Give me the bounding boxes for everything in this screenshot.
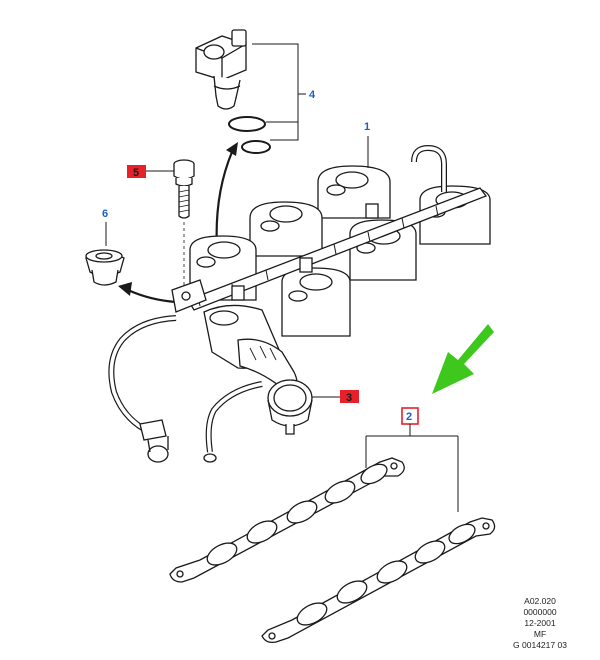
bolt-part-5[interactable]	[173, 159, 195, 219]
gasket-upper[interactable]	[169, 457, 405, 583]
o-ring-upper[interactable]	[228, 116, 266, 132]
gasket-lower[interactable]	[261, 517, 496, 644]
callout-4-leader	[252, 43, 306, 141]
callout-4-label[interactable]: 4	[309, 89, 316, 101]
callout-3-label: 3	[346, 392, 352, 404]
o-ring-lower[interactable]	[241, 140, 271, 154]
valve-part-3[interactable]	[267, 379, 313, 435]
vacuum-hose-left[interactable]	[108, 315, 177, 435]
reference-line-5: G 0014217 03	[513, 640, 567, 650]
reference-line-1: A02.020	[524, 596, 556, 606]
callout-2-label: 2	[406, 411, 412, 423]
install-arrowhead-sensor	[226, 142, 238, 156]
callout-6-label[interactable]: 6	[102, 208, 108, 220]
red-marker-3[interactable]	[340, 390, 359, 403]
callout-5-label: 5	[133, 167, 139, 179]
green-indicator-arrow	[432, 324, 494, 394]
reference-line-4: MF	[533, 629, 547, 639]
vacuum-hose-center-end[interactable]	[203, 453, 217, 463]
install-arrow-grommet	[127, 288, 177, 304]
drawing-reference-block: A02.020 0000000 12-2001 MF G 0014217 03	[490, 596, 590, 651]
sensor-part-4[interactable]	[195, 29, 247, 110]
intake-manifold-part-1[interactable]	[171, 144, 491, 393]
red-marker-5[interactable]	[127, 165, 146, 178]
vacuum-hose-center-inner	[206, 382, 263, 453]
grommet-part-6[interactable]	[85, 249, 125, 286]
vacuum-hose-left-end[interactable]	[139, 419, 169, 463]
reference-line-3: 12-2001	[524, 618, 556, 628]
reference-line-2: 0000000	[523, 607, 557, 617]
install-arrowhead-grommet	[118, 282, 132, 296]
vacuum-hose-left-inner	[109, 316, 177, 434]
callout-1-label[interactable]: 1	[364, 121, 370, 133]
callout-2-leader	[365, 424, 459, 512]
